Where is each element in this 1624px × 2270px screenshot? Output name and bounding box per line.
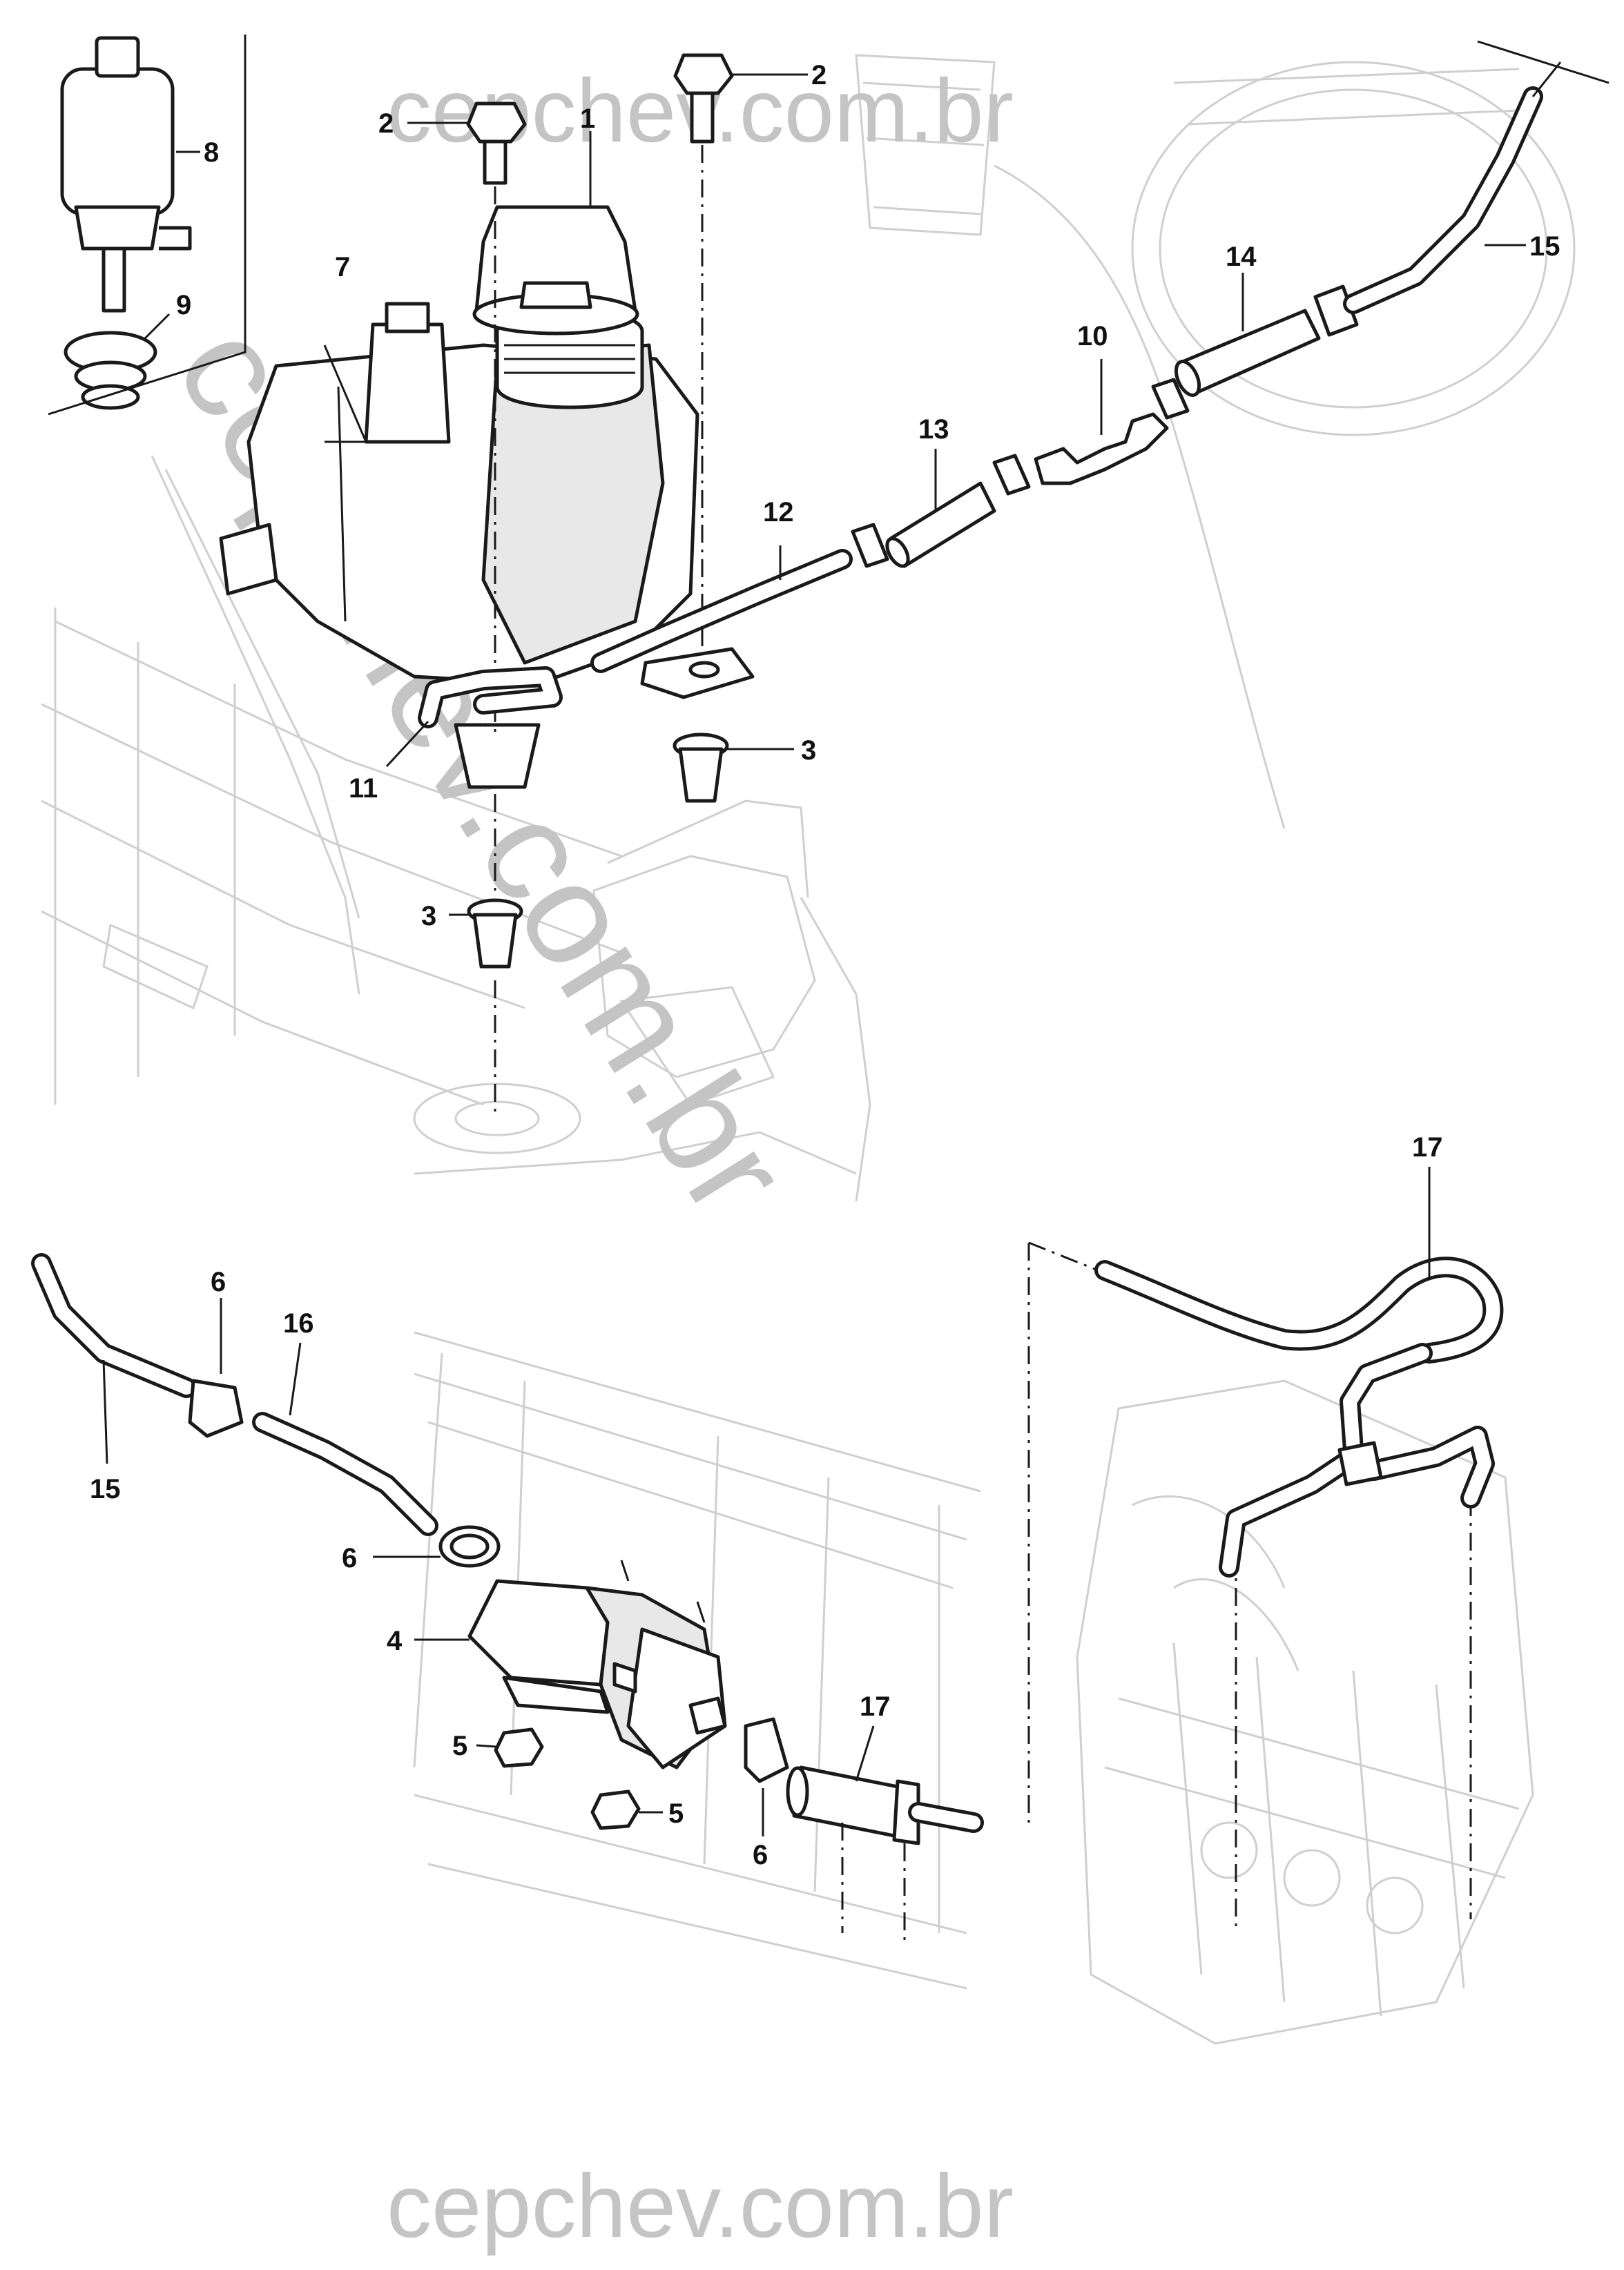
callout-11: 11 [349, 773, 378, 804]
callout-10: 10 [1077, 321, 1108, 351]
callout-7: 7 [335, 252, 350, 282]
callout-3-right: 3 [801, 735, 816, 766]
callout-13: 13 [918, 414, 949, 445]
mounting-bracket [640, 647, 755, 699]
grommet-part-3-upper [673, 733, 794, 803]
nut-part-5-upper [476, 1727, 544, 1768]
hose-part-16 [252, 1342, 438, 1536]
hose-part-15-bottom [31, 1253, 197, 1464]
watermark-bottom: cepchev.com.br [387, 2155, 1014, 2256]
callout-8: 8 [204, 137, 219, 168]
clamp-part-6-lower [744, 1717, 789, 1836]
callout-2-left: 2 [378, 108, 394, 139]
callout-12: 12 [763, 497, 794, 527]
hose-part-17-right [1094, 1167, 1504, 1578]
callout-17-bottom: 17 [860, 1691, 891, 1722]
callout-5-right: 5 [668, 1798, 684, 1829]
callout-2-right: 2 [811, 60, 826, 90]
check-valve-part-10 [1034, 359, 1169, 485]
callout-6-middle: 6 [342, 1543, 357, 1573]
callout-labels: 1 2 2 3 3 4 5 5 6 6 6 7 8 9 10 11 12 13 … [90, 60, 1560, 1870]
washer-pump-part-8 [60, 36, 200, 313]
reference-frame-line [48, 35, 246, 416]
callout-16: 16 [283, 1308, 314, 1339]
valve-actuator-part-4 [414, 1560, 727, 1769]
clamp [1151, 378, 1190, 420]
reservoir-cap-part-1 [472, 131, 639, 336]
clamp [992, 454, 1031, 496]
hose-part-11 [385, 666, 563, 768]
callout-4: 4 [387, 1626, 403, 1656]
clamp [851, 523, 889, 568]
callout-17-right: 17 [1412, 1132, 1443, 1163]
callout-6-lower: 6 [753, 1840, 768, 1870]
connector-tube-part-14 [1174, 273, 1321, 397]
vehicle-body-background-bottom [413, 1331, 1534, 2045]
callout-9: 9 [176, 290, 191, 320]
hose-part-15-top [1343, 40, 1610, 314]
hose-part-12 [590, 545, 853, 673]
vehicle-body-background-top [41, 54, 1576, 1202]
callout-1: 1 [580, 104, 595, 134]
connector-tube-part-13 [885, 449, 996, 568]
clamp-part-6-upper [188, 1298, 244, 1438]
grommet-part-3-lower [449, 898, 523, 969]
bolt-part-2-right [673, 53, 808, 144]
clamp-part-6-middle [373, 1525, 501, 1568]
nut-part-5-lower [590, 1789, 663, 1830]
bolt-part-2-left [407, 101, 527, 185]
callout-14: 14 [1226, 242, 1257, 272]
callout-15-bottom: 15 [90, 1474, 121, 1504]
callout-5-left: 5 [452, 1731, 467, 1761]
washer-reservoir-part-7 [219, 302, 699, 789]
callout-6-upper: 6 [211, 1267, 226, 1297]
hose-part-17-bottom [786, 1725, 984, 1845]
grommet-part-9 [64, 313, 171, 410]
callout-3-left: 3 [421, 901, 436, 931]
callout-15-top: 15 [1529, 231, 1560, 262]
assembly-line [1028, 1241, 1099, 1272]
